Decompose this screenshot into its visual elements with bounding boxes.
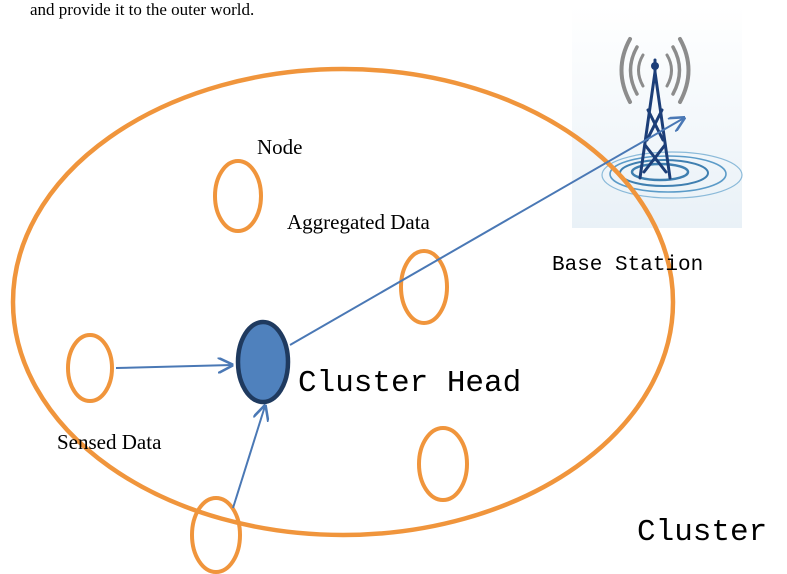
radio-tower-icon	[572, 6, 743, 228]
sensed-data-arrow-bottom	[232, 406, 265, 509]
node-label: Node	[257, 135, 303, 159]
caption-text: and provide it to the outer world.	[30, 0, 255, 19]
node-top	[213, 159, 263, 233]
node-bottom	[190, 496, 242, 574]
cluster-head-node	[235, 319, 291, 405]
aggregated-data-arrow	[289, 118, 684, 346]
node-left	[66, 333, 114, 403]
sensed-data-label: Sensed Data	[57, 430, 162, 454]
cluster-head-label: Cluster Head	[298, 366, 522, 401]
cluster-boundary	[10, 66, 676, 538]
cluster-label: Cluster	[637, 515, 768, 550]
base-station-label: Base Station	[552, 254, 704, 277]
aggregated-data-label: Aggregated Data	[287, 210, 430, 234]
node-right	[399, 249, 449, 325]
node-bottom-right	[417, 426, 469, 502]
sensed-data-arrow-left	[115, 365, 232, 368]
